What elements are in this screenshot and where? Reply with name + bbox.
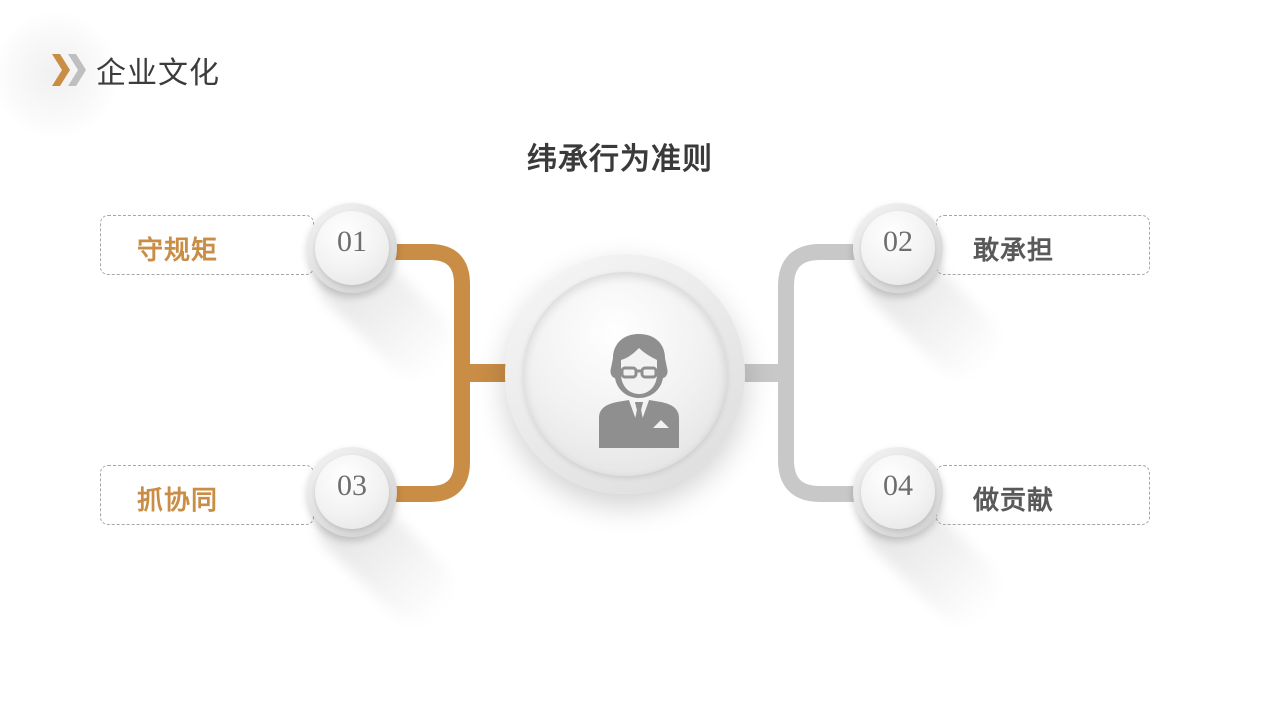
businessman-icon (595, 332, 683, 455)
item-box-2: 敢承担 (936, 215, 1150, 275)
number-badge-3: 03 (307, 447, 397, 537)
item-label: 做贡献 (973, 485, 1055, 515)
item-label: 守规矩 (137, 235, 219, 265)
number-badge-2: 02 (853, 203, 943, 293)
badge-number: 03 (337, 469, 367, 502)
item-label: 敢承担 (973, 235, 1055, 265)
center-circle (505, 254, 745, 494)
badge-number: 01 (337, 225, 367, 258)
number-badge-4: 04 (853, 447, 943, 537)
number-badge-1: 01 (307, 203, 397, 293)
header-title: 企业文化 (96, 57, 220, 90)
badge-number: 02 (883, 225, 913, 258)
item-box-1: 守规矩 (100, 215, 314, 275)
badge-number: 04 (883, 469, 913, 502)
item-box-3: 抓协同 (100, 465, 314, 525)
section-header: 企业文化 (50, 48, 220, 92)
double-chevron-right-icon (50, 52, 88, 88)
item-label: 抓协同 (137, 485, 219, 515)
item-box-4: 做贡献 (936, 465, 1150, 525)
diagram-title: 纬承行为准则 (527, 143, 713, 176)
